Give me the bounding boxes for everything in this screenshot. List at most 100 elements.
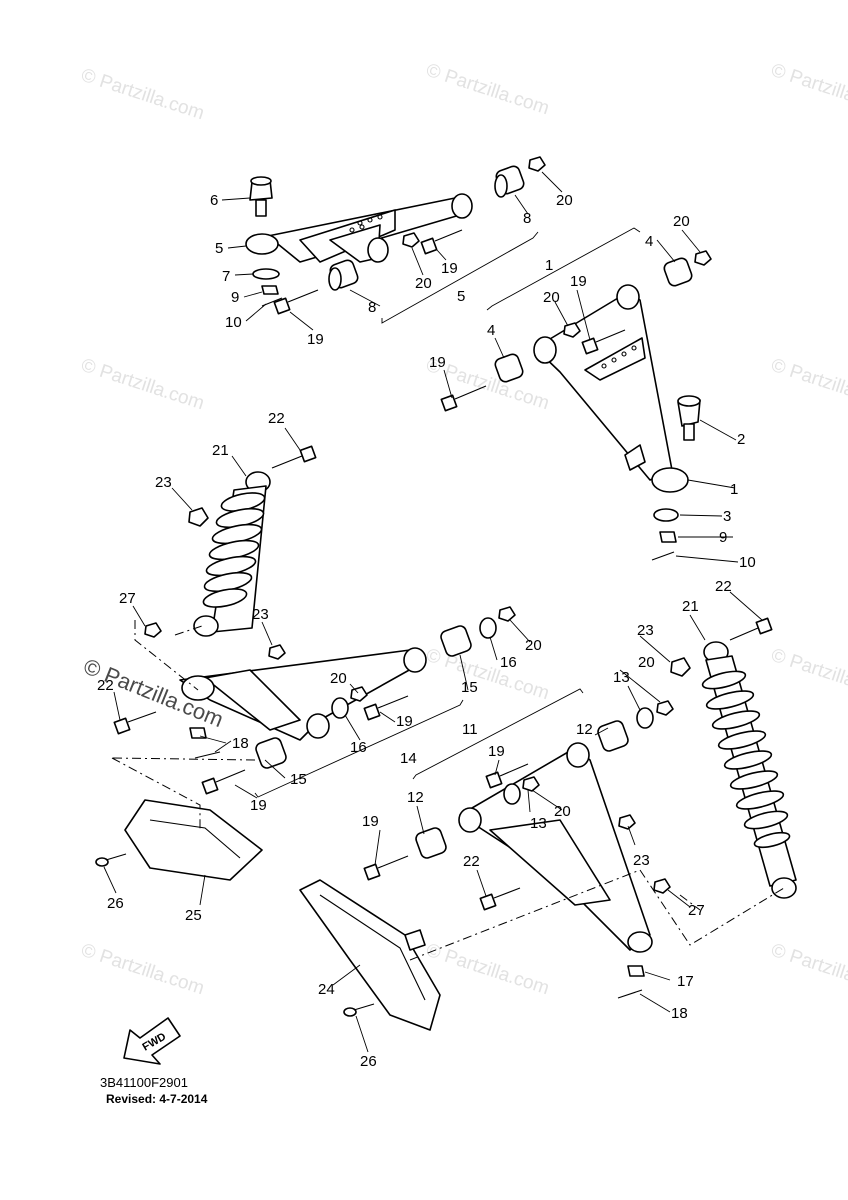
callout-18: 18: [671, 1005, 688, 1022]
castle-nut: [189, 727, 207, 739]
callout-20: 20: [415, 275, 432, 292]
bushing-housing: [458, 807, 482, 833]
callout-19: 19: [396, 713, 413, 730]
right-arm-plate: [584, 337, 646, 381]
callout-14: 14: [400, 750, 417, 767]
leader-lines: [103, 171, 763, 1053]
watermark: © Partzilla.com: [768, 940, 848, 1000]
bushing-housing: [616, 284, 640, 310]
callout-18: 18: [232, 735, 249, 752]
balljoint-top: [250, 176, 272, 186]
callout-22: 22: [97, 677, 114, 694]
washer: [636, 707, 654, 729]
bolt-head: [273, 297, 291, 315]
callout-23: 23: [633, 852, 650, 869]
bracket-tab: [624, 444, 646, 471]
callout-26: 26: [107, 895, 124, 912]
callout-19: 19: [250, 797, 267, 814]
bolt-19-right-lower: [485, 763, 529, 789]
watermark: © Partzilla.com: [78, 65, 206, 125]
balljoint-socket: [245, 233, 279, 255]
left-shock-absorber: [193, 471, 271, 637]
callout-19: 19: [570, 273, 587, 290]
callout-20: 20: [673, 213, 690, 230]
nut: [618, 814, 636, 830]
knuckle-mount: [627, 931, 653, 953]
bolt-19-lower-arm: [363, 695, 409, 721]
castle-nut: [659, 531, 677, 543]
callout-20: 20: [525, 637, 542, 654]
callout-19: 19: [429, 354, 446, 371]
shock-eye-bottom: [771, 877, 797, 899]
shock-eye-bottom: [193, 615, 219, 637]
bolt-shank: [434, 229, 463, 242]
upper-right-arm-assembly: [533, 284, 689, 493]
hole: [631, 345, 637, 351]
hole: [359, 224, 365, 230]
bolt-22-shock: [271, 445, 317, 469]
bolt-shank: [454, 385, 487, 400]
right-arm-body: [534, 291, 673, 481]
bushing-8-right: [494, 165, 525, 198]
watermark: © Partzilla.com: [423, 60, 551, 120]
nut: [268, 644, 286, 660]
guard-edge: [319, 894, 426, 1001]
washer: [331, 697, 349, 719]
hole: [367, 217, 373, 223]
shock-body: [705, 655, 797, 887]
bushing: [255, 737, 287, 769]
guard-body: [299, 879, 441, 1031]
callout-20: 20: [638, 654, 655, 671]
callout-25: 25: [185, 907, 202, 924]
bushing-housing: [306, 713, 330, 739]
bolt-22-right-lower: [479, 887, 521, 911]
cotter-pin: [617, 989, 643, 999]
callout-23: 23: [637, 622, 654, 639]
watermark: © Partzilla.com: [768, 60, 848, 120]
callout-15: 15: [461, 679, 478, 696]
balljoint-2: [677, 395, 701, 441]
bushing: [597, 720, 629, 752]
circlip: [252, 268, 280, 280]
callout-6: 6: [210, 192, 218, 209]
callout-22: 22: [463, 853, 480, 870]
bushing-housing: [566, 742, 590, 768]
callout-13: 13: [530, 815, 547, 832]
shock-coils: [202, 492, 266, 608]
nut: [653, 878, 671, 894]
bolt-19-lower-arm-left: [201, 769, 246, 795]
right-lower-arm-plate: [489, 819, 611, 906]
nut: [522, 776, 540, 792]
bolt-22-lower-arm: [113, 711, 157, 735]
callout-19: 19: [441, 260, 458, 277]
bolt-19-lower-left: [273, 289, 319, 315]
nut: [694, 250, 712, 266]
callout-1: 1: [730, 481, 738, 498]
nut: [188, 507, 209, 527]
bracket-1: [486, 227, 641, 311]
callout-17: 17: [677, 973, 694, 990]
bushing-end: [328, 267, 342, 291]
bolt-head: [581, 337, 599, 355]
watermark: © Partzilla.com: [78, 940, 206, 1000]
callout-22: 22: [715, 578, 732, 595]
bolt-22-right-shock: [729, 617, 773, 641]
callout-23: 23: [155, 474, 172, 491]
callout-19: 19: [362, 813, 379, 830]
hole: [349, 227, 355, 233]
callout-27: 27: [119, 590, 136, 607]
cotter-pin: [651, 551, 675, 561]
diagram-code: 3B41100F2901: [100, 1075, 188, 1090]
watermark: © Partzilla.com: [78, 355, 206, 415]
castle-nut: [261, 285, 279, 295]
callout-10: 10: [739, 554, 756, 571]
callouts: 6 5 7 9 10 19 8 5 20 19 8 20 1 4 20 19 2…: [97, 192, 756, 1070]
castle-nut: [627, 965, 645, 977]
hole: [357, 220, 363, 226]
guard-body: [124, 799, 263, 881]
callout-23: 23: [252, 606, 269, 623]
callout-2: 2: [737, 431, 745, 448]
circlip: [653, 508, 679, 522]
bracket-5: [381, 231, 539, 324]
